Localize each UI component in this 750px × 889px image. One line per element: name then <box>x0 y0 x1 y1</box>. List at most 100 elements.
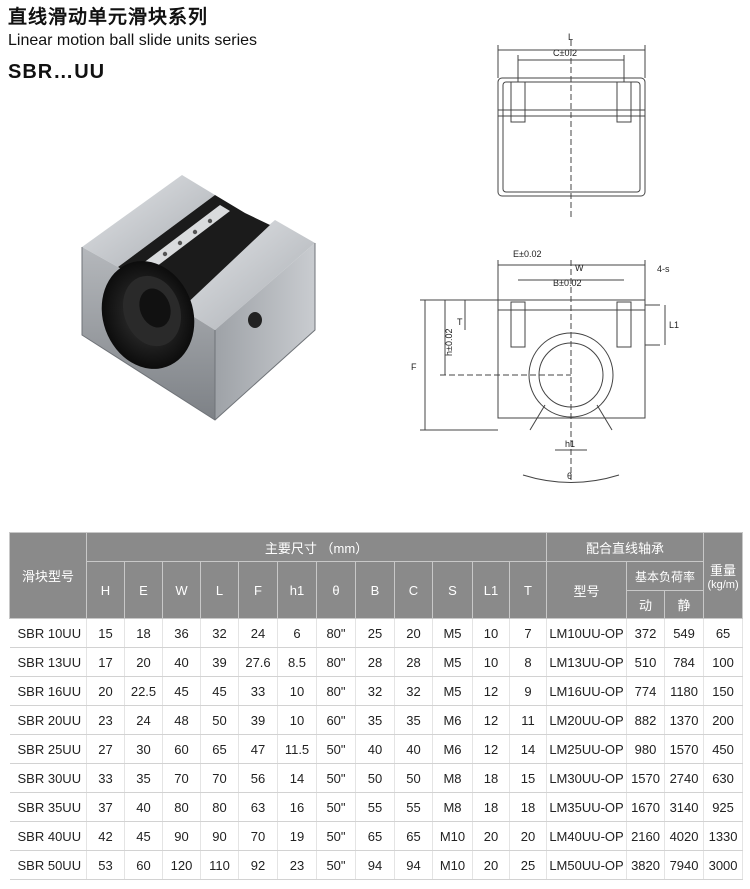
table-cell: 24 <box>124 705 163 735</box>
table-cell: 50" <box>316 734 356 764</box>
table-cell: 80" <box>316 647 356 677</box>
table-cell: 784 <box>664 647 705 677</box>
header-dim-L: L <box>200 561 239 619</box>
weight-label: 重量 <box>710 563 737 578</box>
table-cell: 20 <box>394 618 433 648</box>
table-cell: 10 <box>472 647 510 677</box>
weight-unit: (kg/m) <box>707 579 739 591</box>
table-cell: 48 <box>162 705 201 735</box>
table-cell: 925 <box>703 792 744 822</box>
table-cell: 80 <box>200 792 239 822</box>
table-cell: 22.5 <box>124 676 163 706</box>
table-cell: 35 <box>124 763 163 793</box>
table-cell: 35 <box>355 705 395 735</box>
dim-L1: L1 <box>669 320 679 330</box>
table-cell: 94 <box>355 850 395 880</box>
table-cell: 8.5 <box>277 647 317 677</box>
table-cell: 16 <box>277 792 317 822</box>
table-cell: 23 <box>277 850 317 880</box>
table-cell: M6 <box>432 734 473 764</box>
table-cell: 18 <box>124 618 163 648</box>
table-cell: 92 <box>238 850 278 880</box>
table-cell: 63 <box>238 792 278 822</box>
table-cell: 200 <box>703 705 744 735</box>
table-cell: 55 <box>394 792 433 822</box>
table-cell: LM13UU-OP <box>546 647 628 677</box>
table-cell: LM25UU-OP <box>546 734 628 764</box>
table-cell: 65 <box>200 734 239 764</box>
table-cell: 24 <box>238 618 278 648</box>
header-load-dynamic: 动 <box>626 590 666 619</box>
table-cell: 25 <box>509 850 548 880</box>
table-cell: 70 <box>162 763 201 793</box>
table-cell: 50" <box>316 821 356 851</box>
header-dim-F: F <box>238 561 278 619</box>
table-cell: 65 <box>355 821 395 851</box>
table-cell: 1570 <box>664 734 705 764</box>
table-cell: 630 <box>703 763 744 793</box>
table-cell: 25 <box>355 618 395 648</box>
table-cell: 11 <box>509 705 548 735</box>
table-cell: 60 <box>124 850 163 880</box>
table-cell: 27.6 <box>238 647 278 677</box>
table-cell: 6 <box>277 618 317 648</box>
dim-4s: 4-s <box>657 264 670 274</box>
table-cell: 20 <box>124 647 163 677</box>
table-cell: 882 <box>626 705 666 735</box>
model-series: SBR…UU <box>8 61 106 83</box>
table-cell: 50 <box>355 763 395 793</box>
table-cell: 94 <box>394 850 433 880</box>
table-cell: 50 <box>394 763 433 793</box>
table-cell: 80" <box>316 618 356 648</box>
table-cell: M10 <box>432 850 473 880</box>
header-model: 滑块型号 <box>9 532 87 619</box>
table-cell: 39 <box>238 705 278 735</box>
table-cell: SBR 20UU <box>9 705 87 735</box>
table-cell: 15 <box>509 763 548 793</box>
table-cell: LM20UU-OP <box>546 705 628 735</box>
table-cell: 7940 <box>664 850 705 880</box>
header-dim-T: T <box>508 561 548 619</box>
table-cell: 47 <box>238 734 278 764</box>
table-cell: 42 <box>86 821 125 851</box>
table-cell: 39 <box>200 647 239 677</box>
table-cell: 33 <box>238 676 278 706</box>
header-dim-h1: h1 <box>277 561 317 619</box>
table-cell: M6 <box>432 705 473 735</box>
dim-h1: h1 <box>565 439 575 449</box>
table-cell: M8 <box>432 792 473 822</box>
table-cell: 55 <box>355 792 395 822</box>
table-cell: 3000 <box>703 850 744 880</box>
table-cell: 40 <box>124 792 163 822</box>
table-cell: 10 <box>472 618 510 648</box>
table-cell: M5 <box>432 647 473 677</box>
table-cell: LM50UU-OP <box>546 850 628 880</box>
dim-L: L <box>568 32 573 42</box>
table-cell: 65 <box>703 618 744 648</box>
technical-drawing: L C±0.2 E±0.02 W B±0.02 4-s T L1 h±0.02 … <box>411 32 679 483</box>
dim-W: W <box>575 263 584 273</box>
table-cell: M5 <box>432 618 473 648</box>
table-cell: 17 <box>86 647 125 677</box>
table-cell: 110 <box>200 850 239 880</box>
table-cell: 65 <box>394 821 433 851</box>
table-cell: 1330 <box>703 821 744 851</box>
table-cell: 980 <box>626 734 666 764</box>
table-cell: M5 <box>432 676 473 706</box>
table-cell: 450 <box>703 734 744 764</box>
table-cell: 100 <box>703 647 744 677</box>
table-cell: 40 <box>162 647 201 677</box>
header-dim-B: B <box>355 561 395 619</box>
table-cell: 18 <box>472 792 510 822</box>
table-cell: 50" <box>316 763 356 793</box>
table-cell: 549 <box>664 618 705 648</box>
dim-T: T <box>457 317 463 327</box>
table-cell: SBR 16UU <box>9 676 87 706</box>
table-cell: 32 <box>355 676 395 706</box>
